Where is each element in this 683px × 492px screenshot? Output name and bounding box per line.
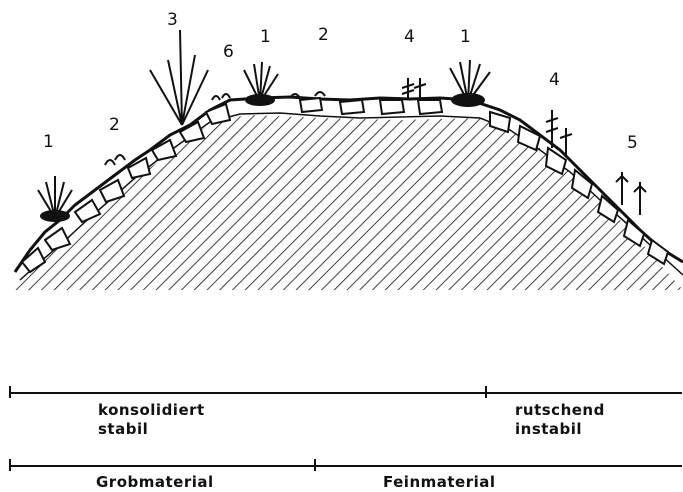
plant-label-6: 6 <box>223 42 234 62</box>
hatched-core <box>15 115 683 290</box>
unstable-label-line2: instabil <box>515 420 583 438</box>
plant-label-2-middle: 2 <box>318 25 329 45</box>
plant-tufts <box>37 29 647 222</box>
unstable-label-line1: rutschend <box>515 401 605 419</box>
stable-label-line2: stabil <box>98 420 149 438</box>
plant-label-4-middle: 4 <box>404 27 415 47</box>
coarse-material-label: Grobmaterial <box>96 473 214 491</box>
stability-scale-tick-mid <box>485 386 487 398</box>
stability-scale-line <box>10 392 682 394</box>
material-scale-tick-mid <box>314 459 316 471</box>
plant-label-1-left: 1 <box>43 132 54 152</box>
plant-label-3: 3 <box>167 10 178 30</box>
plant-label-1-middle: 1 <box>260 27 271 47</box>
stable-label-line1: konsolidiert <box>98 401 205 419</box>
material-scale-tick-left <box>9 459 11 471</box>
moraine-profile-drawing <box>13 29 683 290</box>
material-scale-line <box>10 465 682 467</box>
plant-label-5: 5 <box>627 133 638 153</box>
plant-label-1-right: 1 <box>460 27 471 47</box>
plant-label-2-left: 2 <box>109 115 120 135</box>
rock-blocks <box>20 96 670 274</box>
fine-material-label: Feinmaterial <box>383 473 496 491</box>
plant-label-4-right: 4 <box>549 70 560 90</box>
stability-scale-tick-left <box>9 386 11 398</box>
